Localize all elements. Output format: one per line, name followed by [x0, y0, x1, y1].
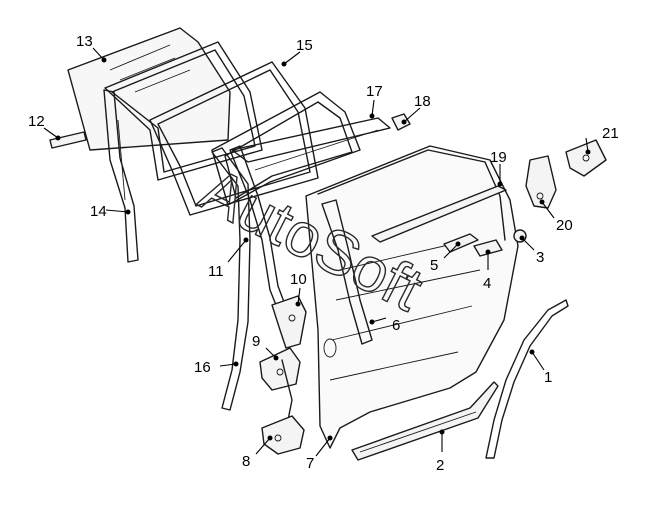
- callout-16: 16: [194, 359, 211, 376]
- callout-19: 19: [490, 149, 507, 166]
- part-door-shell: [305, 145, 519, 449]
- callout-13: 13: [76, 33, 93, 50]
- part-channel: [321, 199, 373, 345]
- callout-2: 2: [436, 457, 444, 474]
- part-hinge-upper: [271, 295, 307, 349]
- part-lower-trim: [351, 381, 499, 461]
- part-latch: [525, 155, 557, 209]
- part-door-weatherstrip: [211, 147, 251, 411]
- part-clip: [49, 131, 87, 149]
- callout-1: 1: [544, 369, 552, 386]
- callout-5: 5: [430, 257, 438, 274]
- callout-10: 10: [290, 271, 307, 288]
- part-door-glass: [67, 27, 231, 151]
- part-hinge-middle: [259, 347, 301, 421]
- leader-lines: [43, 47, 591, 457]
- callout-18: 18: [414, 93, 431, 110]
- callout-20: 20: [556, 217, 573, 234]
- callout-8: 8: [242, 453, 250, 470]
- callout-11: 11: [208, 263, 224, 280]
- part-outer-handle: [473, 239, 503, 257]
- callout-labels: 13 12 14 15 17 18 19 21 20 3 4 5 11 10 9…: [28, 33, 619, 474]
- callout-3: 3: [536, 249, 544, 266]
- callout-6: 6: [392, 317, 400, 334]
- part-door-frame-seal: [211, 91, 391, 206]
- part-striker: [565, 139, 607, 177]
- callout-4: 4: [483, 275, 491, 292]
- callout-14: 14: [90, 203, 107, 220]
- callout-7: 7: [306, 455, 314, 472]
- part-arch-moulding: [485, 299, 569, 459]
- part-handle-base: [443, 233, 479, 253]
- part-bracket: [391, 113, 411, 131]
- part-belt-moulding: [371, 185, 507, 243]
- part-hinge-lower: [261, 415, 305, 455]
- callout-21: 21: [602, 125, 619, 142]
- callout-17: 17: [366, 83, 383, 100]
- callout-9: 9: [252, 333, 260, 350]
- part-glass-run-channel: [103, 89, 139, 263]
- part-window-frame-seal: [104, 41, 319, 216]
- callout-15: 15: [296, 37, 313, 54]
- callout-12: 12: [28, 113, 45, 130]
